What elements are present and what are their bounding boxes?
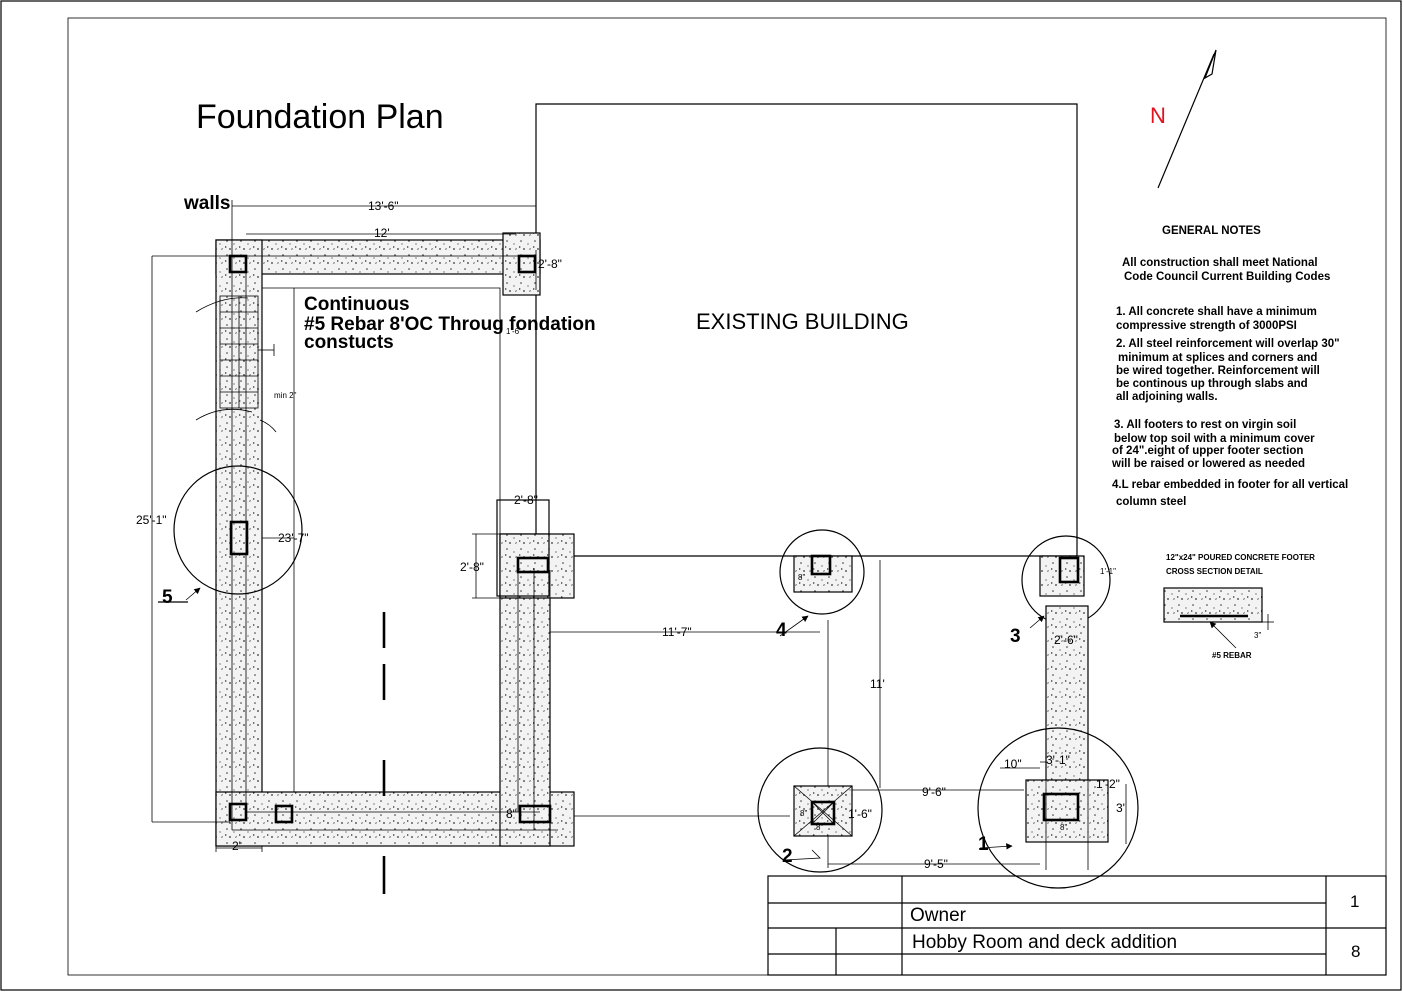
detail-heading-2: CROSS SECTION DETAIL [1166,567,1263,576]
dim-8-det2b: 8" [816,823,823,832]
dim-25-1: 25'-1" [136,513,167,527]
dim-2-8-side: 2'-8" [460,560,484,574]
dim-1-1-det3: 1'-1" [1100,567,1116,576]
dim-8-wall: 8" [506,807,517,821]
callout-5: 5 [162,587,173,608]
dim-2: 2' [232,839,241,853]
dim-2-6: 2'-6" [1054,633,1078,647]
dim-1-6-det2: 1'-6" [848,807,872,821]
detail-rebar-label: #5 REBAR [1212,651,1252,660]
note-3-line-4: will be raised or lowered as needed [1111,458,1305,470]
notes-intro-2: Code Council Current Building Codes [1124,271,1330,283]
title-block-sheet: 1 [1350,892,1359,911]
dim-8-det2: 8" [800,809,807,818]
dim-1-2: 1'-2" [1096,777,1120,791]
north-arrow-icon [1157,49,1217,189]
column-footing-3-1 [977,535,1139,889]
notes-heading: GENERAL NOTES [1162,225,1261,237]
dim-8-det4: 8" [798,573,805,582]
north-label: N [1150,103,1166,128]
dim-9-6: 9'-6" [922,785,946,799]
column-footing-4 [779,529,865,637]
dim-3in: 3" [1254,631,1261,640]
callout-1: 1 [978,834,989,855]
rebar-callout-line-2: #5 Rebar 8'OC Throug fondation [304,314,596,335]
rebar-grid [195,295,277,433]
callout-3: 3 [1010,626,1021,647]
note-3-line-3: of 24".eight of upper footer section [1112,445,1303,457]
note-3-line-2: below top soil with a minimum cover [1114,433,1315,445]
note-4-line-1: 4.L rebar embedded in footer for all ver… [1112,479,1348,491]
dim-13-6: 13'-6" [368,199,399,213]
dim-23-7: 23'-7" [278,531,309,545]
title-block-owner: Owner [910,905,967,926]
rebar-callout-line-1: Continuous [304,294,410,315]
inner-border [67,17,1387,976]
rebar-callout-line-3: constucts [304,332,394,353]
notes-intro-1: All construction shall meet National [1122,257,1318,269]
walls-label: walls [183,193,230,214]
note-3-line-1: 3. All footers to rest on virgin soil [1114,419,1296,431]
title-block-total: 8 [1351,942,1360,961]
dim-9-5: 9'-5" [924,857,948,871]
dim-2-8-top: 2'-8" [538,257,562,271]
callout-4: 4 [776,620,787,641]
detail-heading-1: 12"x24" POURED CONCRETE FOOTER [1166,553,1315,562]
dim-min: min 2" [274,391,297,400]
note-2-line-1: 2. All steel reinforcement will overlap … [1116,338,1340,350]
rebar-blocks [228,254,552,824]
note-4-line-2: column steel [1116,496,1186,508]
dim-12: 12' [374,226,390,240]
dim-1-6-top: 1'-6" [506,327,522,336]
page-title: Foundation Plan [196,98,444,136]
dim-8-det1: 8" [1060,823,1067,832]
note-1-line-1: 1. All concrete shall have a minimum [1116,306,1317,318]
note-2-line-5: all adjoining walls. [1116,391,1218,403]
title-block [767,875,1387,976]
note-2-line-3: be wired together. Reinforcement will [1116,365,1320,377]
dim-3: 3' [1116,801,1125,815]
note-2-line-2: minimum at splices and corners and [1118,352,1317,364]
footing-inner-lines [231,255,558,831]
column-footing-2 [757,747,883,873]
note-2-line-4: be continous up through slabs and [1116,378,1308,390]
dimension-lines [151,200,1127,868]
callout-2: 2 [782,846,793,867]
footer-cross-section-detail [1163,587,1274,649]
note-1-line-2: compressive strength of 3000PSI [1116,320,1297,332]
detail-circle-5 [173,465,303,595]
dim-11-7: 11'-7" [662,625,692,639]
dim-11: 11' [870,677,885,691]
title-block-project: Hobby Room and deck addition [912,932,1177,953]
dim-10: 10" [1004,757,1022,771]
dim-2-8-mid: 2'-8" [514,493,538,507]
existing-building-label: EXISTING BUILDING [696,309,909,334]
dim-3-1: 3'-1" [1046,753,1070,767]
